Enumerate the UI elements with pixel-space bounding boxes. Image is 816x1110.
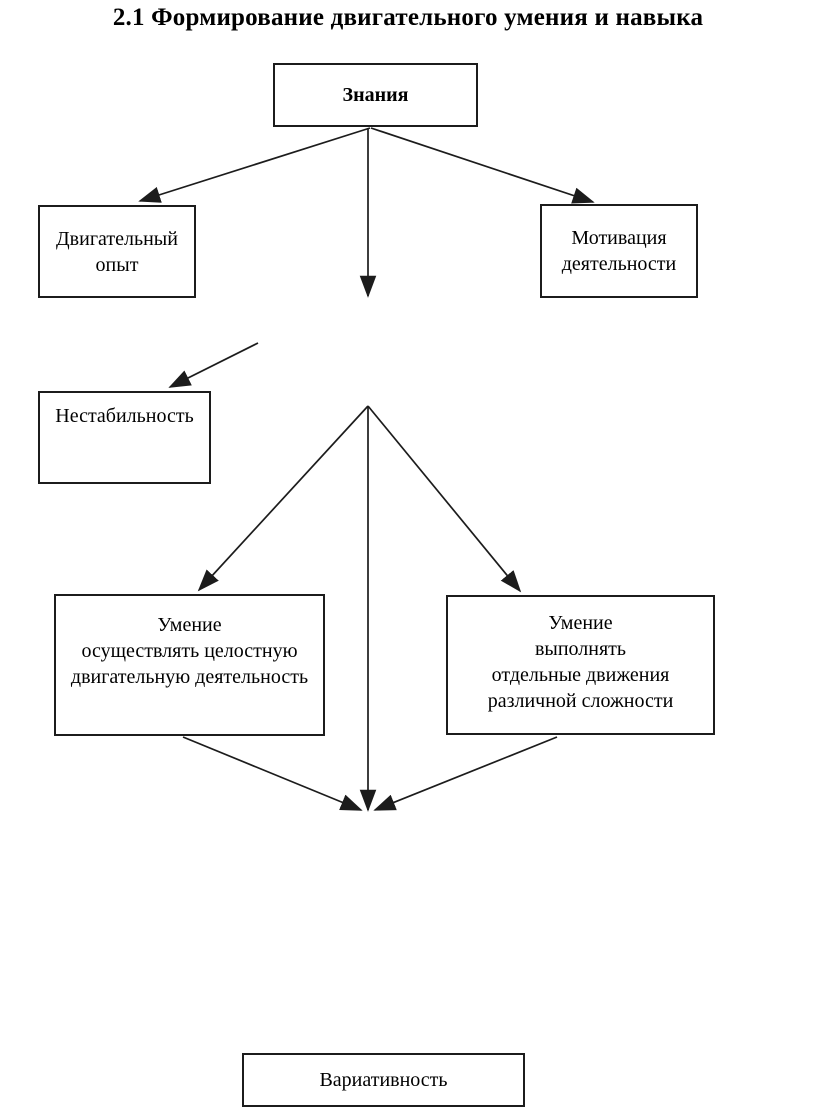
node-motivatsiya-label: Мотивация деятельности (561, 227, 677, 275)
node-variativnost: Вариативность (242, 1053, 525, 1107)
node-umenie-otdelnye: Умение выполнять отдельные движения разл… (446, 595, 715, 735)
arrow-apex-to-umenie-tselostnaya (197, 405, 369, 592)
arrow-znaniya-to-motivatsiya (370, 127, 595, 204)
arrow-znaniya-to-dvigatelny-opyt (138, 127, 371, 203)
node-motivatsiya: Мотивация деятельности (540, 204, 698, 298)
node-znaniya: Знания (273, 63, 478, 127)
page-title: 2.1 Формирование двигательного умения и … (112, 4, 704, 31)
node-nestabilnost-label: Нестабильность (55, 405, 194, 427)
arrow-to-nestabilnost (168, 342, 259, 388)
node-znaniya-label: Знания (342, 84, 409, 106)
node-dvigatelny-opyt: Двигательный опыт (38, 205, 196, 298)
arrow-umenie-tselostnaya-to-merge (182, 736, 363, 811)
arrow-umenie-otdelnye-to-merge (373, 736, 558, 811)
node-umenie-tselostnaya-label: Умение осуществлять целостную двигательн… (70, 614, 309, 688)
node-dvigatelny-opyt-label: Двигательный опыт (56, 227, 178, 276)
node-umenie-tselostnaya: Умение осуществлять целостную двигательн… (54, 594, 325, 736)
node-nestabilnost: Нестабильность (38, 391, 211, 484)
node-umenie-otdelnye-label: Умение выполнять отдельные движения разл… (487, 612, 674, 712)
arrow-apex-to-umenie-otdelnye (367, 405, 522, 593)
node-variativnost-label: Вариативность (319, 1069, 448, 1091)
